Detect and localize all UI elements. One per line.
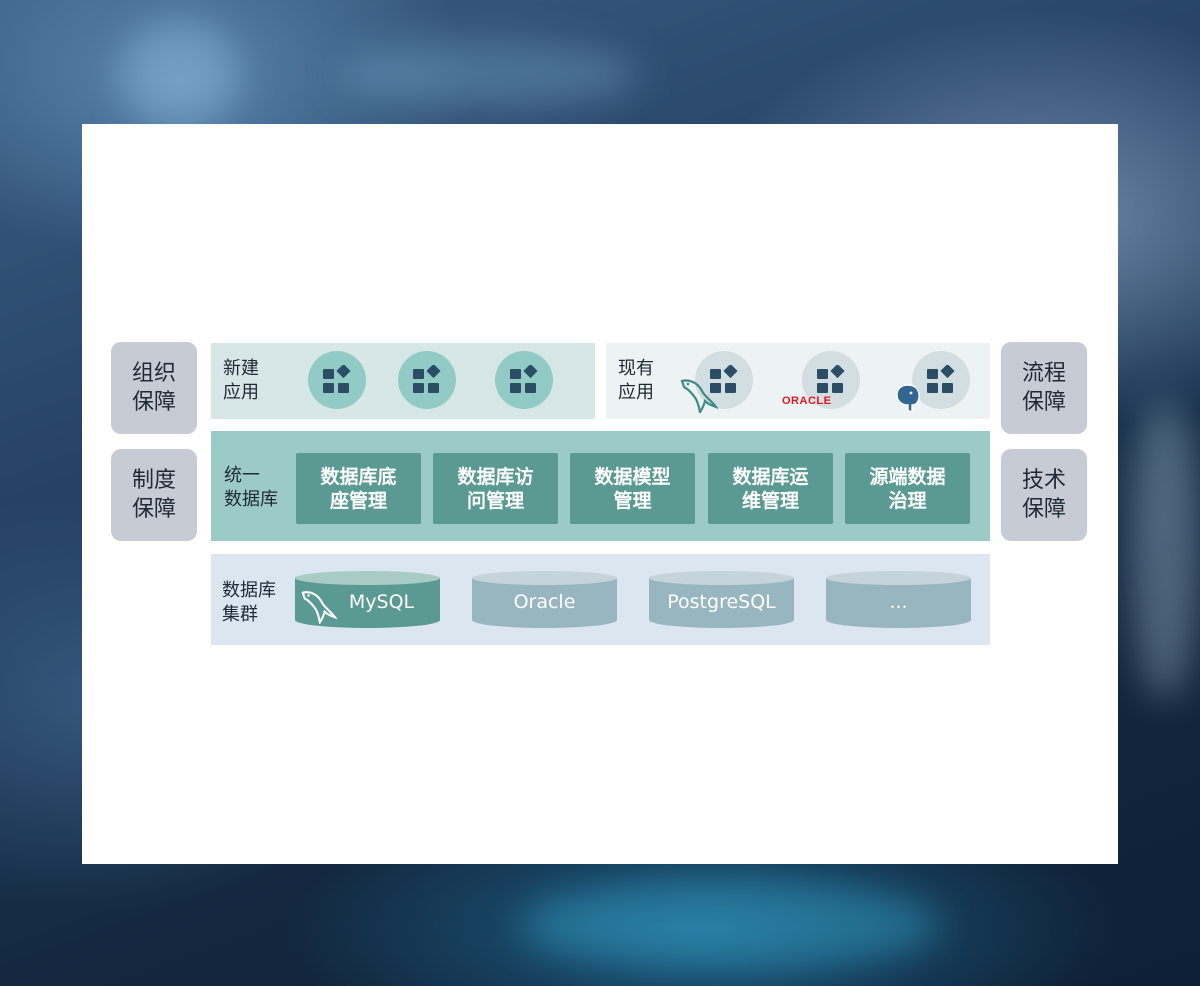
unified-database-label: 统一 数据库 bbox=[224, 465, 278, 510]
module-model-management: 数据模型 管理 bbox=[570, 453, 695, 524]
database-cluster-label: 数据库 集群 bbox=[222, 580, 276, 625]
app-grid-icon bbox=[817, 365, 845, 393]
module-ops-management: 数据库运 维管理 bbox=[708, 453, 833, 524]
existing-app-circle bbox=[802, 351, 860, 409]
db-label: PostgreSQL bbox=[667, 591, 776, 613]
side-box-technology: 技术 保障 bbox=[1001, 449, 1087, 541]
module-base-management: 数据库底 座管理 bbox=[296, 453, 421, 524]
postgresql-elephant-icon bbox=[896, 384, 920, 413]
module-access-management: 数据库访 问管理 bbox=[433, 453, 558, 524]
db-cylinder-postgresql: PostgreSQL bbox=[649, 570, 794, 628]
app-grid-icon bbox=[323, 365, 351, 393]
existing-apps-panel: 现有 应用 ORACLE bbox=[606, 343, 990, 419]
db-cylinder-more: ... bbox=[826, 570, 971, 628]
db-cylinder-oracle: Oracle bbox=[472, 570, 617, 628]
side-box-process: 流程 保障 bbox=[1001, 342, 1087, 434]
existing-app-circle bbox=[912, 351, 970, 409]
new-app-circle bbox=[495, 351, 553, 409]
db-cylinder-mysql: MySQL bbox=[295, 570, 440, 628]
new-apps-panel: 新建 应用 bbox=[211, 343, 595, 419]
mysql-dolphin-icon bbox=[301, 591, 337, 624]
db-label: ... bbox=[889, 591, 908, 613]
oracle-logo: ORACLE bbox=[782, 395, 832, 407]
app-grid-icon bbox=[710, 365, 738, 393]
mysql-dolphin-icon bbox=[680, 379, 718, 413]
unified-database-panel: 统一 数据库 数据库底 座管理 数据库访 问管理 数据模型 管理 数据库运 维管… bbox=[211, 431, 990, 541]
side-box-institution: 制度 保障 bbox=[111, 449, 197, 541]
db-label: Oracle bbox=[513, 591, 576, 613]
existing-apps-label: 现有 应用 bbox=[618, 358, 654, 403]
app-grid-icon bbox=[413, 365, 441, 393]
new-app-circle bbox=[398, 351, 456, 409]
background-glow bbox=[520, 880, 940, 970]
database-cluster-panel: 数据库 集群 MySQL Oracle PostgreSQL ... bbox=[211, 554, 990, 645]
db-label: MySQL bbox=[348, 591, 415, 613]
new-app-circle bbox=[308, 351, 366, 409]
background-glow bbox=[1130, 400, 1200, 700]
side-box-organization: 组织 保障 bbox=[111, 342, 197, 434]
app-grid-icon bbox=[927, 365, 955, 393]
background-glow bbox=[340, 40, 640, 110]
app-grid-icon bbox=[510, 365, 538, 393]
background-glow bbox=[120, 20, 240, 130]
new-apps-label: 新建 应用 bbox=[223, 358, 259, 403]
module-source-governance: 源端数据 治理 bbox=[845, 453, 970, 524]
